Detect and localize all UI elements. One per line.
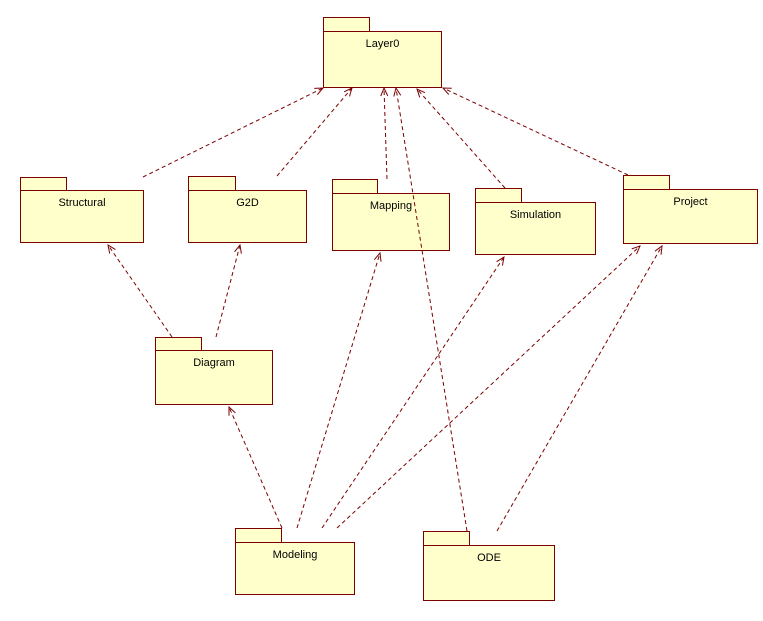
package-mapping[interactable]: Mapping: [332, 179, 450, 251]
dependency-arrow-modeling-to-mapping[interactable]: [296, 253, 380, 529]
package-label-mapping: Mapping: [369, 200, 413, 212]
package-label-g2d: G2D: [236, 197, 259, 209]
package-label-diagram: Diagram: [193, 357, 235, 369]
package-tab-icon: [323, 17, 370, 31]
package-label-structural: Structural: [58, 197, 106, 209]
package-body: Diagram: [155, 350, 273, 405]
package-body: Simulation: [475, 202, 596, 255]
dependency-arrow-ode-to-layer0[interactable]: [396, 88, 468, 532]
package-simulation[interactable]: Simulation: [475, 188, 596, 255]
dependency-arrow-diagram-to-structural[interactable]: [108, 245, 173, 338]
dependency-arrow-modeling-to-diagram[interactable]: [229, 407, 283, 529]
package-label-simulation: Simulation: [509, 209, 562, 221]
dependency-arrow-diagram-to-g2d[interactable]: [215, 245, 240, 338]
package-tab-icon: [235, 528, 282, 542]
package-g2d[interactable]: G2D: [188, 176, 307, 243]
package-tab-icon: [20, 177, 67, 190]
dependency-arrow-project-to-layer0[interactable]: [443, 88, 629, 176]
dependency-arrow-modeling-to-simulation[interactable]: [321, 257, 504, 529]
package-body: Project: [623, 189, 758, 244]
package-body: Mapping: [332, 193, 450, 251]
package-ode[interactable]: ODE: [423, 531, 555, 601]
package-body: Structural: [20, 190, 144, 243]
package-modeling[interactable]: Modeling: [235, 528, 355, 595]
package-label-layer0: Layer0: [365, 38, 400, 50]
package-label-modeling: Modeling: [272, 549, 318, 561]
dependency-arrow-modeling-to-project[interactable]: [336, 246, 640, 529]
dependency-arrow-mapping-to-layer0[interactable]: [384, 88, 387, 180]
package-diagram[interactable]: Diagram: [155, 337, 273, 405]
package-label-project: Project: [673, 196, 708, 208]
package-layer0[interactable]: Layer0: [323, 17, 442, 88]
package-structural[interactable]: Structural: [20, 177, 144, 243]
package-tab-icon: [475, 188, 522, 202]
package-tab-icon: [423, 531, 470, 545]
dependency-arrow-g2d-to-layer0[interactable]: [276, 88, 352, 177]
package-body: G2D: [188, 190, 307, 243]
package-tab-icon: [155, 337, 202, 350]
package-tab-icon: [623, 175, 670, 189]
package-body: Layer0: [323, 31, 442, 88]
package-tab-icon: [188, 176, 236, 190]
dependency-arrow-ode-to-project[interactable]: [496, 246, 662, 532]
dependency-arrow-simulation-to-layer0[interactable]: [417, 89, 506, 189]
package-label-ode: ODE: [477, 552, 501, 564]
package-body: ODE: [423, 545, 555, 601]
package-project[interactable]: Project: [623, 175, 758, 244]
dependency-arrow-structural-to-layer0[interactable]: [142, 88, 323, 178]
package-tab-icon: [332, 179, 378, 193]
package-body: Modeling: [235, 542, 355, 595]
